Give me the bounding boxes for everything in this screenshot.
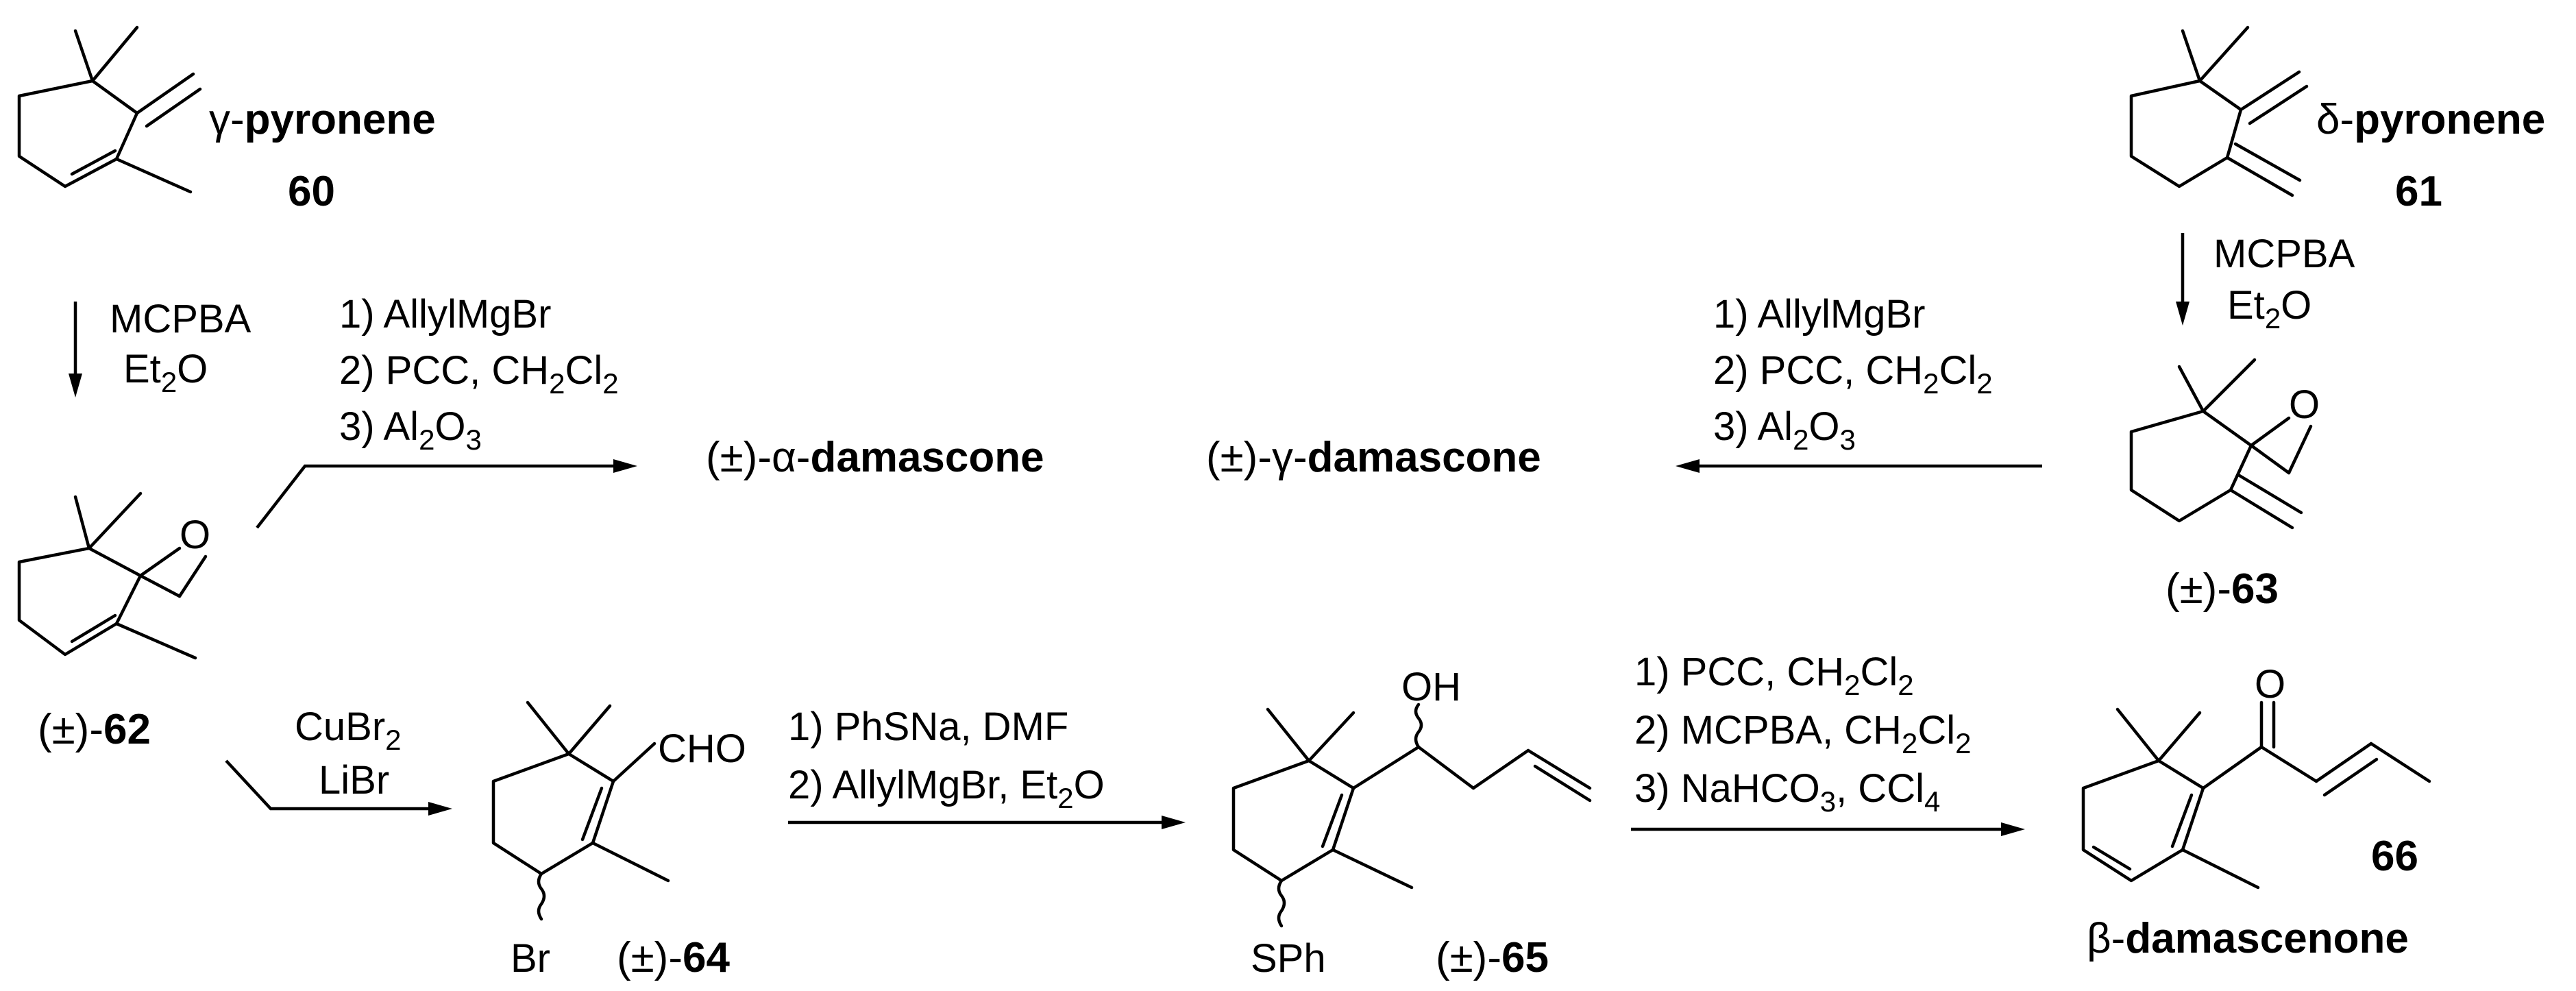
compound-65-label: (±)-65 <box>1436 934 1549 981</box>
compound-61-label: δ-pyronene <box>2316 96 2545 143</box>
reagent-62-64-line1: CuBr2 <box>295 705 402 756</box>
reagent-61-63-line2: Et2O <box>2227 283 2311 334</box>
compound-66-number: 66 <box>2371 833 2418 880</box>
alpha-damascone-label: (±)-α-damascone <box>706 434 1044 481</box>
structure-60 <box>17 25 202 194</box>
thiophenyl-group-65: SPh <box>1251 936 1326 981</box>
arrow-60-to-62 <box>69 302 82 397</box>
reagent-62-alpha-step3: 3) Al2O3 <box>339 404 482 456</box>
reagent-65-66-step2: 2) MCPBA, CH2Cl2 <box>1634 708 1971 759</box>
structure-63 <box>2129 358 2313 530</box>
compound-64-label: (±)-64 <box>617 934 730 981</box>
structure-62 <box>17 491 208 660</box>
reagent-63-gamma-step3: 3) Al2O3 <box>1713 404 1856 456</box>
hydroxyl-group-65: OH <box>1401 665 1461 709</box>
arrow-65-to-66 <box>1631 822 2025 836</box>
compound-61-number: 61 <box>2395 168 2442 215</box>
reagent-60-62-line1: MCPBA <box>110 297 252 341</box>
cho-group-64: CHO <box>658 726 746 771</box>
structure-66 <box>2081 700 2431 890</box>
arrow-62-to-64 <box>225 759 452 816</box>
compound-60-label: γ-pyronene <box>209 96 436 143</box>
compound-62-label: (±)-62 <box>38 706 151 753</box>
arrow-64-to-65 <box>788 816 1186 829</box>
arrow-63-to-gamma-damascone <box>1676 459 2042 473</box>
oxygen-atom-63: O <box>2289 382 2320 427</box>
reagent-64-65-step2: 2) AllylMgBr, Et2O <box>788 763 1105 814</box>
structure-61 <box>2129 25 2309 197</box>
gamma-damascone-label: (±)-γ-damascone <box>1206 434 1541 481</box>
reagent-63-gamma-step2: 2) PCC, CH2Cl2 <box>1713 348 1993 400</box>
bromine-atom-64: Br <box>511 936 550 981</box>
reagent-62-64-line2: LiBr <box>319 758 389 803</box>
reagent-61-63-line1: MCPBA <box>2213 232 2355 276</box>
oxygen-atom-62: O <box>180 513 210 557</box>
reagent-62-alpha-step2: 2) PCC, CH2Cl2 <box>339 348 619 400</box>
reagent-60-62-line2: Et2O <box>123 347 208 398</box>
arrow-62-to-alpha-damascone <box>256 459 637 529</box>
reagent-62-alpha-step1: 1) AllylMgBr <box>339 292 551 337</box>
structure-64 <box>491 700 670 921</box>
reagent-65-66-step3: 3) NaHCO3, CCl4 <box>1634 766 1940 818</box>
reagent-63-gamma-step1: 1) AllylMgBr <box>1713 292 1925 337</box>
structure-65 <box>1231 702 1592 928</box>
compound-63-label: (±)-63 <box>2166 565 2279 613</box>
reagent-65-66-step1: 1) PCC, CH2Cl2 <box>1634 650 1914 701</box>
compound-60-number: 60 <box>288 168 335 215</box>
beta-damascenone-label: β-damascenone <box>2087 915 2409 962</box>
reagent-64-65-step1: 1) PhSNa, DMF <box>788 705 1068 749</box>
arrow-61-to-63 <box>2176 233 2189 326</box>
oxygen-atom-66: O <box>2255 662 2285 707</box>
